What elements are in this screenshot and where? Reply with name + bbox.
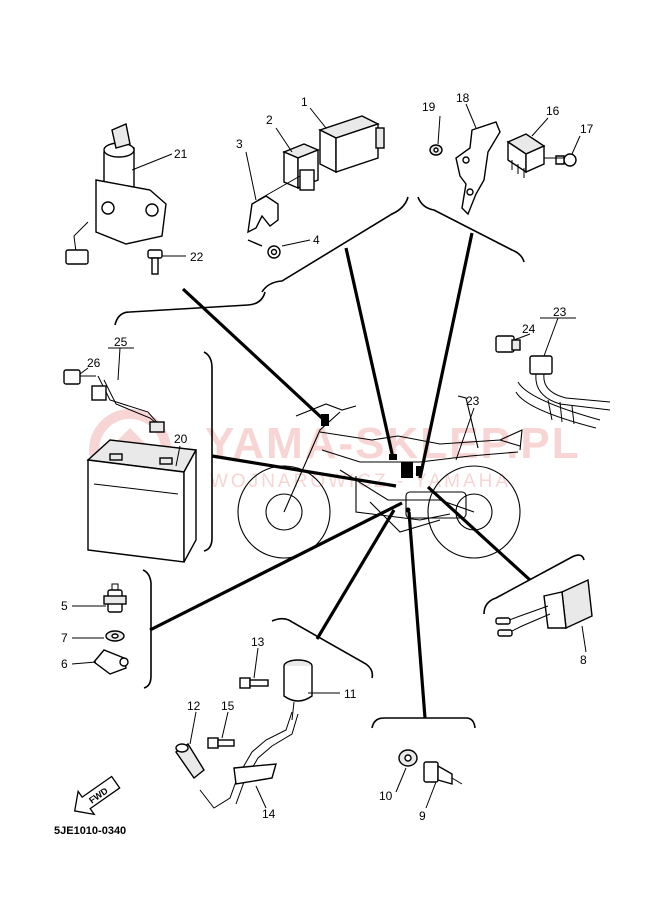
callout-18: 18 <box>456 91 470 105</box>
part-washer-19 <box>429 144 443 156</box>
callout-3: 3 <box>236 137 243 151</box>
part-ht-lead <box>199 711 299 809</box>
part-relay <box>282 143 320 191</box>
bracket-rectifier <box>483 554 585 615</box>
callout-25: 25 <box>114 335 128 349</box>
part-main-switch <box>65 123 167 265</box>
part-bolt-13 <box>239 677 269 689</box>
callout-9: 9 <box>419 809 426 823</box>
part-relay-bracket <box>455 121 501 216</box>
callout-17: 17 <box>580 122 594 136</box>
diagram-code: 5JE1010-0340 <box>54 825 126 837</box>
part-battery-lead <box>91 375 165 433</box>
part-plug-cap <box>175 743 205 780</box>
watermark-title: YAMA-SKLEP.PL <box>205 419 581 468</box>
callout-21: 21 <box>174 147 188 161</box>
bracket-top-left <box>114 291 266 326</box>
part-neutral-switch <box>423 761 463 785</box>
callout-8: 8 <box>580 653 587 667</box>
part-wire-harness <box>515 355 611 429</box>
callout-14: 14 <box>262 807 276 821</box>
callout-leaders <box>71 103 587 809</box>
callout-6: 6 <box>61 657 68 671</box>
callout-7: 7 <box>61 631 68 645</box>
callout-23a: 23 <box>553 305 567 319</box>
part-battery <box>86 439 198 563</box>
part-starter-relay <box>506 133 546 178</box>
callout-22: 22 <box>190 250 204 264</box>
bracket-battery <box>203 351 213 552</box>
part-bolt-22 <box>147 249 163 275</box>
callout-24: 24 <box>522 322 536 336</box>
callout-numbers: 1 2 3 4 5 6 7 8 9 10 11 12 13 14 15 16 1… <box>61 91 594 823</box>
part-bolt-15 <box>207 737 235 749</box>
connector-lines <box>149 232 532 719</box>
part-rectifier <box>495 578 593 637</box>
callout-19: 19 <box>422 100 436 114</box>
part-nut <box>247 239 281 259</box>
bracket-top-center <box>261 196 409 293</box>
callout-15: 15 <box>221 699 235 713</box>
part-bolt-17 <box>544 153 577 167</box>
callout-4: 4 <box>313 233 320 247</box>
part-cdi-unit <box>318 115 385 174</box>
callout-1: 1 <box>301 95 308 109</box>
bracket-top-right <box>417 196 525 263</box>
bracket-neutral <box>371 717 476 729</box>
fwd-arrow-icon: FWD <box>73 775 121 816</box>
part-fuse-holder <box>63 369 96 385</box>
part-sensor <box>103 583 127 613</box>
callout-23b: 23 <box>466 394 480 408</box>
callout-2: 2 <box>266 113 273 127</box>
bracket-coil <box>271 617 374 679</box>
callout-12: 12 <box>187 699 201 713</box>
callout-11: 11 <box>344 687 357 701</box>
part-ignition-coil <box>283 659 313 721</box>
part-washer-7 <box>105 630 125 642</box>
callout-20: 20 <box>174 432 188 446</box>
callout-10: 10 <box>379 789 393 803</box>
part-plate <box>92 649 129 675</box>
callout-26: 26 <box>87 356 101 370</box>
callout-16: 16 <box>546 104 560 118</box>
callout-5: 5 <box>61 599 68 613</box>
callout-13: 13 <box>251 635 265 649</box>
part-bracket <box>247 175 301 234</box>
motorcycle-outline <box>237 395 523 559</box>
part-coupler <box>495 335 521 353</box>
part-washer-10 <box>398 749 418 767</box>
